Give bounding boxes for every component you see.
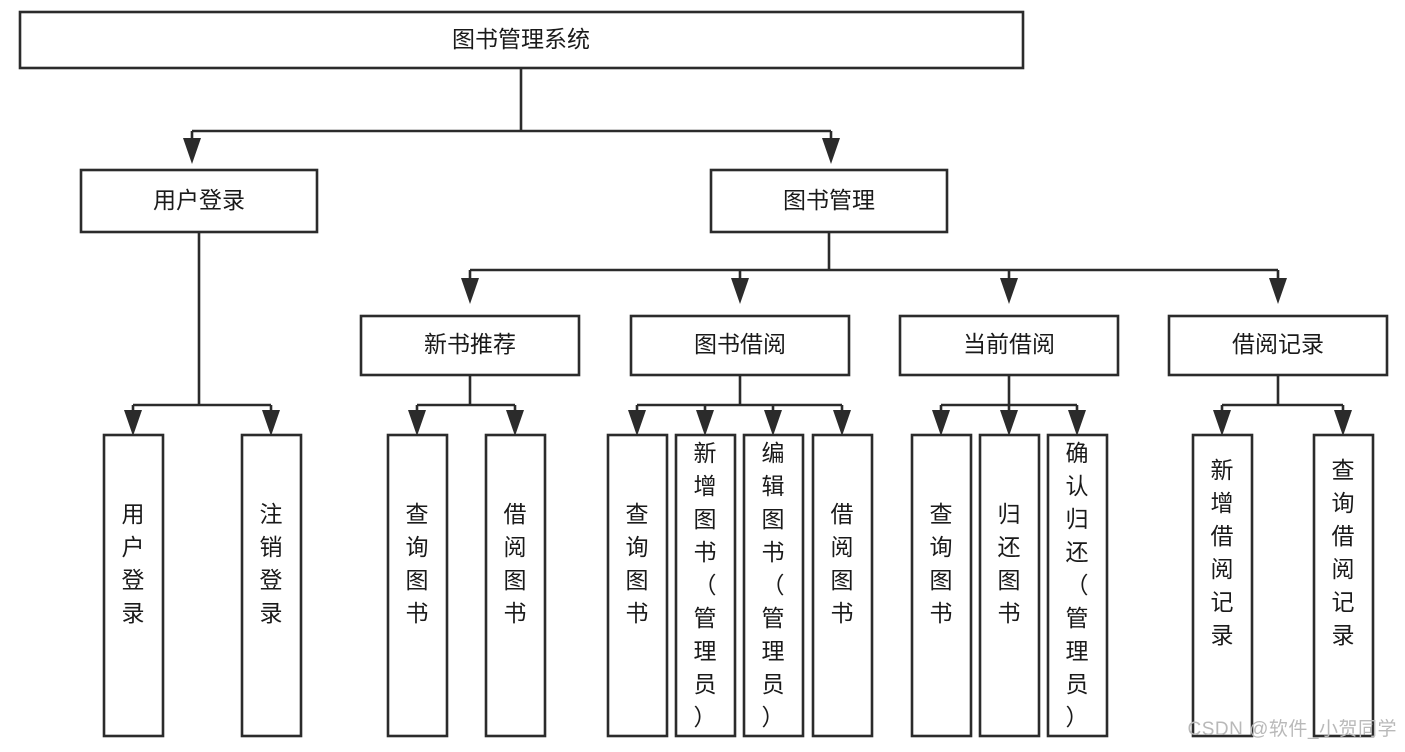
- node-current-borrow-label: 当前借阅: [963, 331, 1055, 357]
- leaf-borrow-book-1: 借阅图书: [484, 433, 547, 738]
- leaf-edit-book-box: [742, 433, 805, 738]
- arrow-to-new-book-recommend: [461, 278, 479, 304]
- leaf-query-record: 查询借阅记录: [1312, 433, 1375, 738]
- leaf-borrow-book-2: 借阅图书: [811, 433, 874, 738]
- arrow-to-book-borrow: [731, 278, 749, 304]
- arrow-to-leaf-add-book: [696, 410, 714, 436]
- node-borrow-record: 借阅记录: [1167, 314, 1389, 377]
- leaf-return-book-box: [978, 433, 1041, 738]
- node-user-login-box: [79, 168, 319, 234]
- node-new-book-recommend-label: 新书推荐: [424, 331, 516, 357]
- leaf-user-login: 用户登录: [102, 433, 165, 738]
- connector-book-borrow-children: [628, 375, 851, 436]
- node-borrow-record-label: 借阅记录: [1232, 331, 1324, 357]
- arrow-to-leaf-add-record: [1213, 410, 1231, 436]
- leaf-query-book-3: 查询图书: [910, 433, 973, 738]
- connector-book-manage-children: [461, 232, 1287, 304]
- connector-current-borrow-children: [932, 375, 1086, 436]
- arrow-to-leaf-query-book-3: [932, 410, 950, 436]
- arrow-to-leaf-logout-login: [262, 410, 280, 436]
- arrow-to-leaf-return-book: [1000, 410, 1018, 436]
- node-book-borrow: 图书借阅: [629, 314, 851, 377]
- leaf-add-record-box: [1191, 433, 1254, 738]
- arrow-to-book-manage: [822, 138, 840, 164]
- leaf-add-book-label: 新增图书（管理员）: [694, 440, 717, 730]
- node-new-book-recommend: 新书推荐: [359, 314, 581, 377]
- node-current-borrow-box: [898, 314, 1120, 377]
- leaf-add-book: 新增图书（管理员）: [674, 433, 737, 738]
- leaf-logout-login: 注销登录: [240, 433, 303, 738]
- leaf-confirm-return: 确认归还（管理员）: [1046, 433, 1109, 738]
- leaf-query-book-1: 查询图书: [386, 433, 449, 738]
- node-new-book-recommend-box: [359, 314, 581, 377]
- connector-user-login-children: [124, 232, 280, 436]
- arrow-to-leaf-borrow-book-2: [833, 410, 851, 436]
- arrow-to-leaf-user-login: [124, 410, 142, 436]
- leaf-add-record: 新增借阅记录: [1191, 433, 1254, 738]
- node-user-login-label: 用户登录: [153, 187, 245, 213]
- leaf-query-book-1-box: [386, 433, 449, 738]
- leaf-add-record-label: 新增借阅记录: [1211, 457, 1234, 648]
- leaf-logout-login-box: [240, 433, 303, 738]
- node-user-login: 用户登录: [79, 168, 319, 234]
- node-root-label: 图书管理系统: [452, 26, 590, 52]
- arrow-to-leaf-borrow-book-1: [506, 410, 524, 436]
- leaf-query-record-box: [1312, 433, 1375, 738]
- leaf-query-book-3-label: 查询图书: [930, 501, 953, 626]
- arrow-to-leaf-query-record: [1334, 410, 1352, 436]
- leaf-query-book-2-box: [606, 433, 669, 738]
- node-root: 图书管理系统: [18, 10, 1025, 70]
- connector-borrow-record-children: [1213, 375, 1352, 436]
- leaf-return-book-label: 归还图书: [998, 501, 1021, 626]
- leaf-confirm-return-box: [1046, 433, 1109, 738]
- arrow-to-leaf-query-book-1: [408, 410, 426, 436]
- leaf-borrow-book-1-label: 借阅图书: [504, 501, 527, 626]
- arrow-to-leaf-edit-book: [764, 410, 782, 436]
- node-book-manage-label: 图书管理: [783, 187, 875, 213]
- leaf-user-login-label: 用户登录: [122, 501, 145, 626]
- leaf-query-book-1-label: 查询图书: [406, 501, 429, 626]
- leaf-borrow-book-2-box: [811, 433, 874, 738]
- leaf-return-book: 归还图书: [978, 433, 1041, 738]
- node-book-manage: 图书管理: [709, 168, 949, 234]
- leaf-query-book-3-box: [910, 433, 973, 738]
- arrow-to-user-login: [183, 138, 201, 164]
- leaf-query-record-label: 查询借阅记录: [1332, 457, 1355, 648]
- leaf-add-book-box: [674, 433, 737, 738]
- arrow-to-leaf-query-book-2: [628, 410, 646, 436]
- leaf-borrow-book-2-label: 借阅图书: [831, 501, 854, 626]
- arrow-to-borrow-record: [1269, 278, 1287, 304]
- csdn-watermark: CSDN @软件_小贺同学: [1187, 719, 1397, 740]
- connector-new-book-recommend-children: [408, 375, 524, 436]
- arrow-to-current-borrow: [1000, 278, 1018, 304]
- leaf-logout-login-label: 注销登录: [260, 501, 283, 626]
- node-book-borrow-label: 图书借阅: [694, 331, 786, 357]
- leaf-query-book-2-label: 查询图书: [626, 501, 649, 626]
- leaf-edit-book-label: 编辑图书（管理员）: [762, 440, 785, 730]
- node-root-box: [18, 10, 1025, 70]
- leaf-edit-book: 编辑图书（管理员）: [742, 433, 805, 738]
- arrow-to-leaf-confirm-return: [1068, 410, 1086, 436]
- leaf-user-login-box: [102, 433, 165, 738]
- connector-root-bus: [183, 68, 840, 164]
- leaf-query-book-2: 查询图书: [606, 433, 669, 738]
- node-current-borrow: 当前借阅: [898, 314, 1120, 377]
- leaf-confirm-return-label: 确认归还（管理员）: [1066, 440, 1089, 730]
- leaf-borrow-book-1-box: [484, 433, 547, 738]
